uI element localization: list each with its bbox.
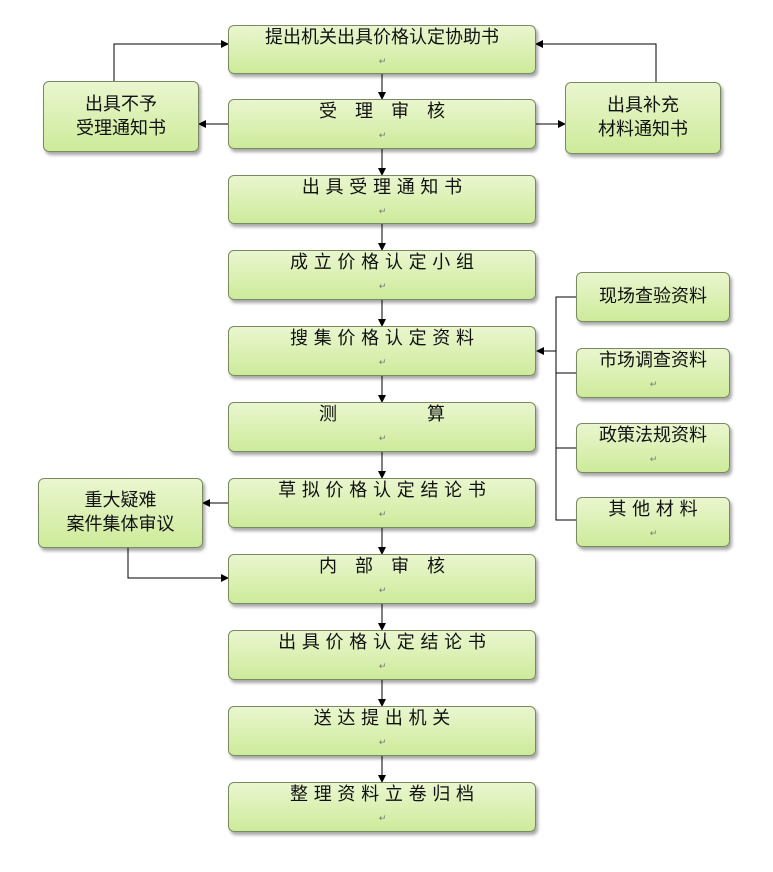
return-mark: ↵ <box>649 455 658 465</box>
return-mark: ↵ <box>649 380 658 390</box>
node-site-data: 现场查验资料 <box>576 272 730 322</box>
return-mark: ↵ <box>378 738 387 748</box>
arrow-major-to-internal <box>127 548 229 582</box>
node-draft-conclusion: 草 拟 价 格 认 定 结 论 书↵ <box>228 478 536 528</box>
return-mark: ↵ <box>378 662 387 672</box>
node-form-team: 成 立 价 格 认 定 小 组↵ <box>228 250 536 300</box>
arrow-supplement-to-submit <box>535 40 657 82</box>
node-reject-notice: 出具不予 受理通知书 <box>43 81 199 152</box>
return-mark: ↵ <box>378 282 387 292</box>
node-acceptance-notice: 出 具 受 理 通 知 书↵ <box>228 175 536 224</box>
return-mark: ↵ <box>649 529 658 539</box>
node-internal-review: 内 部 审 核↵ <box>228 554 536 604</box>
node-major-case: 重大疑难 案件集体审议 <box>38 478 203 548</box>
node-accept-review: 受 理 审 核↵ <box>228 99 536 149</box>
bracket-data-sources <box>555 296 576 521</box>
return-mark: ↵ <box>378 434 387 444</box>
return-mark: ↵ <box>378 131 387 141</box>
node-archive: 整 理 资 料 立 卷 归 档↵ <box>228 782 536 832</box>
node-calculate: 测 算↵ <box>228 402 536 452</box>
return-mark: ↵ <box>378 510 387 520</box>
node-market-data: 市场调查资料↵ <box>576 348 730 398</box>
node-collect-data: 搜 集 价 格 认 定 资 料↵ <box>228 326 536 376</box>
node-deliver: 送 达 提 出 机 关↵ <box>228 706 536 756</box>
return-mark: ↵ <box>378 814 387 824</box>
node-submit: 提出机关出具价格认定协助书↵ <box>228 25 536 74</box>
node-policy-data: 政策法规资料↵ <box>576 423 730 473</box>
return-mark: ↵ <box>378 358 387 368</box>
node-supplement-notice: 出具补充 材料通知书 <box>565 82 721 154</box>
return-mark: ↵ <box>378 56 387 67</box>
return-mark: ↵ <box>378 586 387 596</box>
return-mark: ↵ <box>378 206 387 217</box>
node-issue-conclusion: 出 具 价 格 认 定 结 论 书↵ <box>228 630 536 680</box>
arrow-reject-to-submit <box>113 40 229 81</box>
node-other-data: 其 他 材 料↵ <box>576 497 730 547</box>
